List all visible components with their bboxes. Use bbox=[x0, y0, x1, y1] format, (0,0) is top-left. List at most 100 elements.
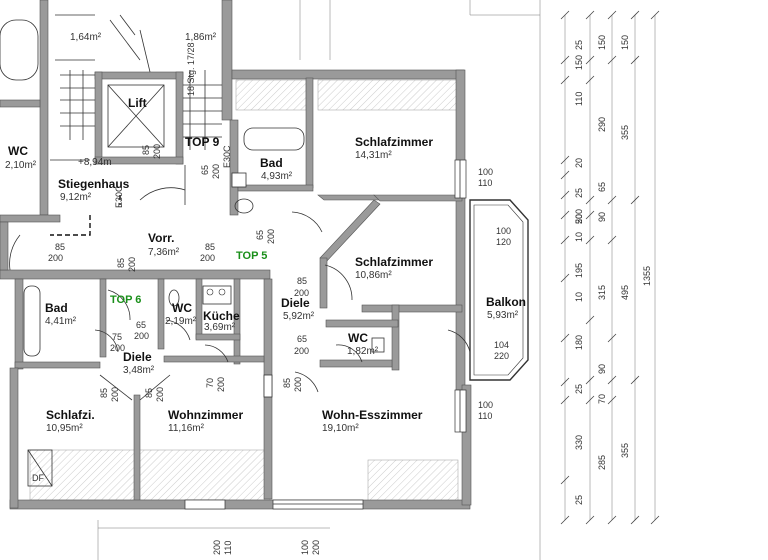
dimension-chains bbox=[564, 15, 656, 520]
diele6-label: Diele bbox=[123, 350, 152, 364]
wohness-area: 19,10m² bbox=[322, 423, 359, 434]
stair-area-left: 1,64m² bbox=[70, 32, 102, 43]
dim-label: 10 bbox=[574, 232, 584, 242]
staircase bbox=[50, 14, 222, 161]
dim-tick bbox=[607, 235, 617, 245]
dim-label: 180 bbox=[574, 335, 584, 350]
dim-tick bbox=[585, 210, 595, 220]
lift-shaft bbox=[107, 84, 165, 148]
door-label: 85 bbox=[282, 378, 292, 388]
dim-tick bbox=[560, 10, 570, 20]
dim-label: 50 bbox=[574, 214, 584, 224]
window-label: 100 bbox=[478, 167, 493, 177]
diele5-area: 5,92m² bbox=[283, 311, 315, 322]
window-label: 120 bbox=[496, 237, 511, 247]
dim-tick bbox=[607, 375, 617, 385]
window-label: 100 bbox=[496, 226, 511, 236]
dim-tick bbox=[560, 395, 570, 405]
room-labels: Lift TOP 9 1,64m² 1,86m² +8,94m Stiegenh… bbox=[5, 32, 526, 483]
dim-tick bbox=[607, 395, 617, 405]
top5-label: TOP 5 bbox=[236, 250, 267, 262]
dim-label: 10 bbox=[574, 292, 584, 302]
door-label: 65 bbox=[136, 320, 146, 330]
dim-label: 355 bbox=[620, 125, 630, 140]
level-label: +8,94m bbox=[78, 157, 112, 168]
windows bbox=[184, 159, 467, 510]
dim-label: 90 bbox=[597, 212, 607, 222]
door-label: 200 bbox=[155, 387, 165, 402]
door-label: 200 bbox=[152, 144, 162, 159]
door-label: 200 bbox=[211, 164, 221, 179]
door-label: 85 bbox=[141, 145, 151, 155]
wc-left-label: WC bbox=[8, 144, 28, 158]
door-label: 200 bbox=[48, 253, 63, 263]
dim-tick bbox=[630, 10, 640, 20]
wohnzimmer-area: 11,16m² bbox=[168, 423, 205, 434]
door-label: 200 bbox=[266, 229, 276, 244]
bad6-area: 4,41m² bbox=[45, 316, 77, 327]
dim-label: 25 bbox=[574, 40, 584, 50]
dim-tick bbox=[560, 190, 570, 200]
door-label: 85 bbox=[99, 388, 109, 398]
dim-label: 70 bbox=[597, 394, 607, 404]
stair-area-right: 1,86m² bbox=[185, 32, 217, 43]
dim-tick bbox=[560, 170, 570, 180]
door-swings bbox=[9, 165, 471, 393]
door-label: 85 bbox=[55, 242, 65, 252]
dim-label: 495 bbox=[620, 285, 630, 300]
wc6-area: 2,19m² bbox=[165, 316, 197, 327]
dim-tick bbox=[560, 377, 570, 387]
bad9-label: Bad bbox=[260, 156, 283, 170]
dim-tick bbox=[607, 195, 617, 205]
wc5-area: 1,82m² bbox=[347, 346, 379, 357]
wc6-label: WC bbox=[172, 301, 192, 315]
dim-label: 25 bbox=[574, 384, 584, 394]
schlafzi-area: 10,95m² bbox=[46, 423, 83, 434]
dimension-ticks bbox=[560, 10, 660, 525]
door-label: E30C bbox=[222, 145, 232, 168]
door-label: 85 bbox=[205, 242, 215, 252]
dim-label: 195 bbox=[574, 263, 584, 278]
diele5-label: Diele bbox=[281, 296, 310, 310]
dim-tick bbox=[607, 55, 617, 65]
window-label: 100 bbox=[300, 540, 310, 555]
door-label: 65 bbox=[297, 334, 307, 344]
bad6-label: Bad bbox=[45, 301, 68, 315]
kueche-area: 3,69m² bbox=[204, 322, 236, 333]
schlafzi-label: Schlafzi. bbox=[46, 408, 95, 422]
dim-tick bbox=[585, 75, 595, 85]
stairs-note: 18 Stg. 17/28 bbox=[186, 42, 196, 96]
balkon-label: Balkon bbox=[486, 295, 526, 309]
dim-tick bbox=[630, 375, 640, 385]
guide-lines bbox=[97, 0, 541, 560]
bad9-area: 4,93m² bbox=[261, 171, 293, 182]
schlaf2-label: Schlafzimmer bbox=[355, 255, 433, 269]
dim-tick bbox=[560, 235, 570, 245]
door-labels: 85 200 85 200 85 200 65 200 85 200 65 20… bbox=[48, 144, 309, 402]
door-label: 85 bbox=[297, 276, 307, 286]
dim-tick bbox=[560, 475, 570, 485]
dashed-line bbox=[50, 195, 121, 236]
door-label: 75 bbox=[112, 332, 122, 342]
balkon-area: 5,93m² bbox=[487, 310, 519, 321]
dim-tick bbox=[585, 515, 595, 525]
hatched-areas bbox=[29, 79, 459, 506]
dim-label: 25 bbox=[574, 495, 584, 505]
door-label: 200 bbox=[110, 387, 120, 402]
dim-label: 65 bbox=[597, 182, 607, 192]
dim-tick bbox=[585, 315, 595, 325]
door-label: 200 bbox=[293, 377, 303, 392]
dimension-labels: 25 110 20 25 50 10 10 180 25 330 25 150 … bbox=[574, 35, 652, 505]
dim-tick bbox=[650, 10, 660, 20]
door-label: 200 bbox=[134, 331, 149, 341]
window-label: 110 bbox=[478, 178, 492, 188]
window-label: 100 bbox=[478, 400, 493, 410]
dim-label: 150 bbox=[574, 55, 584, 70]
door-label: 65 bbox=[255, 230, 265, 240]
dim-tick bbox=[560, 333, 570, 343]
dim-tick bbox=[585, 235, 595, 245]
window-label: 200 bbox=[212, 540, 222, 555]
dim-tick bbox=[650, 515, 660, 525]
top9-label: TOP 9 bbox=[185, 135, 220, 149]
